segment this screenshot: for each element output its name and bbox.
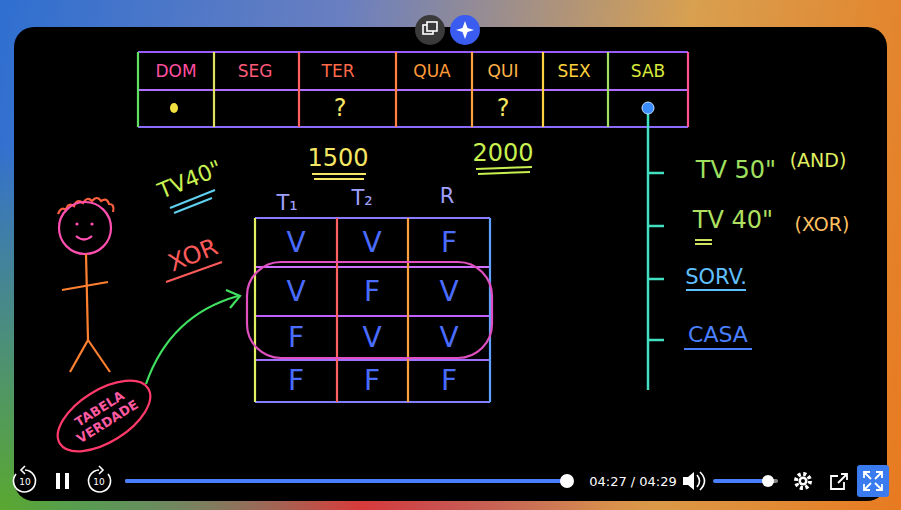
table-cell: V [362, 229, 381, 257]
table-cell: V [439, 324, 458, 352]
day-header: SEX [557, 63, 590, 80]
column-header: T₂ [351, 188, 372, 209]
highlight-outline [247, 262, 492, 358]
timeline-item: CASA [688, 324, 748, 346]
day-header: QUA [413, 63, 450, 80]
column-header: T₁ [276, 193, 297, 214]
timeline [642, 102, 752, 390]
table-cell: V [286, 229, 305, 257]
pointer-arrow [146, 290, 240, 384]
time-display: 04:27 / 04:29 [589, 475, 677, 488]
video-controls [13, 465, 889, 497]
day-header: SAB [631, 63, 665, 80]
table-cell: F [441, 229, 457, 257]
pip-icon [415, 15, 445, 45]
skip-back: 10 [19, 478, 30, 487]
timeline-item: TV 50" [696, 158, 776, 182]
question-mark: ? [334, 96, 347, 120]
table-cell: V [439, 278, 458, 306]
table-cell: F [288, 367, 304, 395]
week-table [138, 52, 688, 127]
day-header: QUI [488, 63, 519, 80]
price: 2000 [472, 141, 533, 165]
price: 1500 [307, 146, 368, 170]
ai-icon [450, 15, 480, 45]
timeline-item: SORV. [685, 267, 747, 288]
table-cell: F [441, 367, 457, 395]
table-cell: V [286, 278, 305, 306]
table-cell: F [288, 324, 304, 352]
day-header: TER [322, 63, 355, 80]
column-header: R [440, 186, 455, 207]
day-header: SEG [238, 63, 273, 80]
table-cell: F [364, 367, 380, 395]
sunday-dot [170, 103, 178, 113]
underlines [166, 167, 532, 282]
operator-note: (XOR) [795, 215, 850, 234]
operator-note: (AND) [790, 151, 847, 170]
truth-table [255, 218, 490, 402]
board [14, 27, 887, 501]
question-mark: ? [497, 96, 510, 120]
table-cell: F [364, 278, 380, 306]
day-header: DOM [155, 63, 196, 80]
table-cell: V [362, 324, 381, 352]
skip-forward: 10 [93, 478, 104, 487]
timeline-item: TV 40" [693, 208, 773, 232]
stick-figure [58, 198, 114, 372]
